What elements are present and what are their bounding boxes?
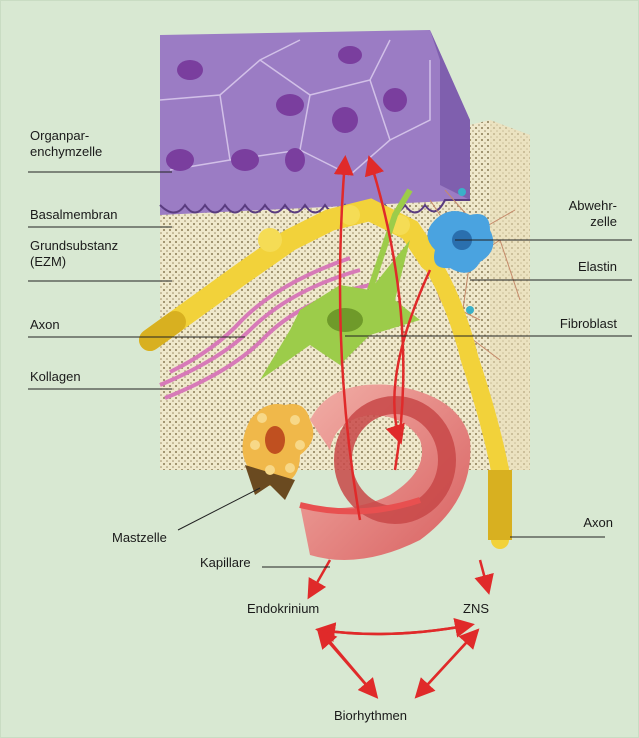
label-zns: ZNS xyxy=(463,601,489,617)
label-axon-left: Axon xyxy=(30,317,60,333)
label-biorhythmen: Biorhythmen xyxy=(334,708,407,724)
label-mastzelle: Mastzelle xyxy=(112,530,167,546)
label-basalmembran: Basalmembran xyxy=(30,207,117,223)
label-kapillare: Kapillare xyxy=(200,555,251,571)
label-organparenchymzelle-line1: Organpar- xyxy=(30,128,102,144)
capillary xyxy=(300,384,470,560)
label-organparenchymzelle-line2: enchymzelle xyxy=(30,144,102,160)
label-abwehrzelle-line1: Abwehr- xyxy=(569,198,617,214)
label-grundsubstanz: Grundsubstanz (EZM) xyxy=(30,238,118,270)
label-elastin: Elastin xyxy=(578,259,617,275)
parenchyma-cell-layer xyxy=(160,30,470,215)
label-axon-right: Axon xyxy=(583,515,613,531)
mast-cell xyxy=(243,404,314,500)
label-abwehrzelle: Abwehr- zelle xyxy=(569,198,617,230)
label-abwehrzelle-line2: zelle xyxy=(569,214,617,230)
label-organparenchymzelle: Organpar- enchymzelle xyxy=(30,128,102,160)
label-grundsubstanz-line2: (EZM) xyxy=(30,254,118,270)
label-endokrinium: Endokrinium xyxy=(247,601,319,617)
label-grundsubstanz-line1: Grundsubstanz xyxy=(30,238,118,254)
label-kollagen: Kollagen xyxy=(30,369,81,385)
label-fibroblast: Fibroblast xyxy=(560,316,617,332)
